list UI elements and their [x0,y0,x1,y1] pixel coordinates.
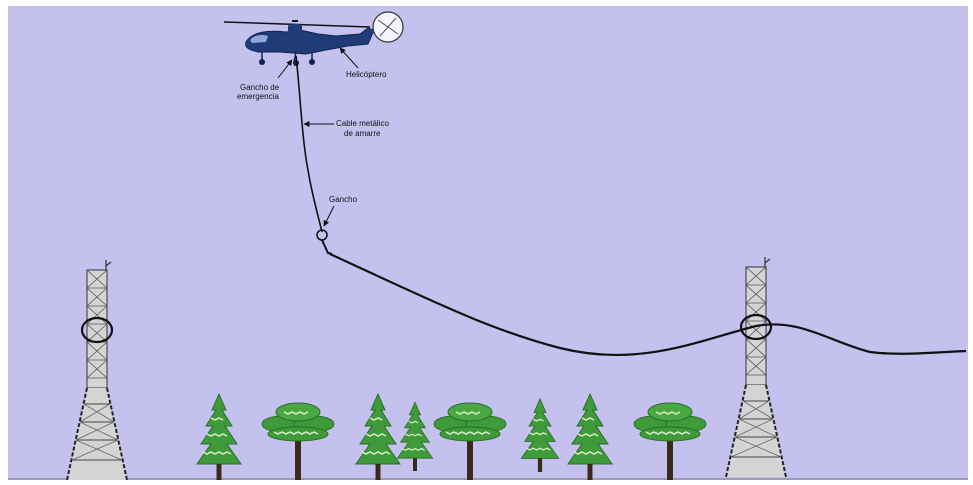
hoisting-cable [295,55,323,233]
cable-label-line2: de amarre [344,129,381,138]
hook-callout-arrow [323,205,335,227]
sky-background [8,6,968,480]
helicopter-icon [223,11,404,66]
emergency-hook-label-line1: Gancho de [240,83,280,92]
conductor-cable [329,253,967,357]
hook-label: Gancho [329,195,358,204]
helicopter-label: Helicóptero [346,70,387,79]
emergency-hook-callout-arrow [277,59,293,79]
cable-label-line1: Cable metálico [336,119,389,128]
helicopter-callout-arrow [339,47,359,69]
emergency-hook-label-line2: emergencia [237,92,279,101]
